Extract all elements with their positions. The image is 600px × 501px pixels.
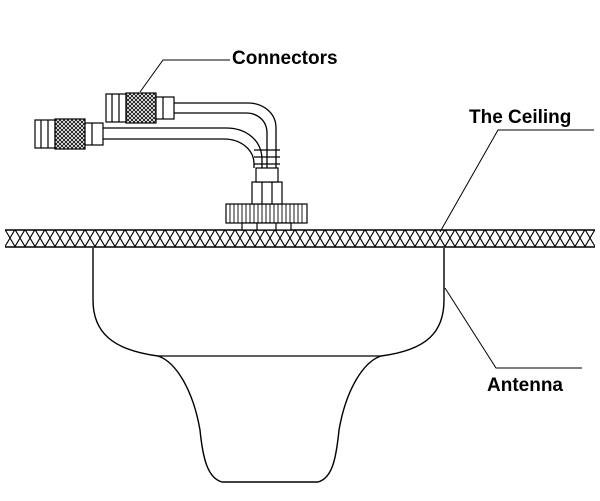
- antenna-post: [251, 149, 283, 205]
- label-the-ceiling: The Ceiling: [469, 107, 572, 128]
- antenna-body: [92, 248, 445, 483]
- label-antenna: Antenna: [487, 375, 563, 396]
- connector-lower: [34, 118, 104, 150]
- label-connectors: Connectors: [232, 48, 338, 69]
- leader-ceiling: [439, 129, 594, 233]
- leader-antenna: [444, 287, 582, 369]
- leader-connectors: [139, 59, 230, 93]
- cable-lower: [103, 127, 263, 168]
- mounting-nut: [225, 203, 308, 231]
- connector-upper: [105, 92, 175, 124]
- cable-upper: [174, 102, 277, 168]
- ceiling: [5, 229, 595, 248]
- leader-lines: [139, 59, 594, 369]
